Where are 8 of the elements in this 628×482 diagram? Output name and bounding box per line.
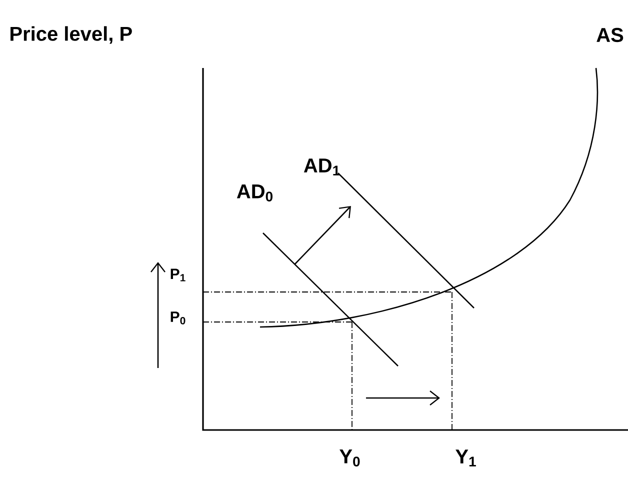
axis-label: P$_{0}$ [170, 312, 186, 324]
axis-label: Y$_{1}$ [456, 450, 476, 466]
axis-label: AS [596, 28, 624, 42]
axis-label: AD$_{1}$ [304, 158, 340, 176]
axis-label: Price level, P [10, 26, 132, 44]
axis-label: P$_{1}$ [170, 268, 186, 282]
axis-label: AD$_{0}$ [236, 184, 273, 202]
axis-label: Y$_{0}$ [340, 450, 360, 466]
